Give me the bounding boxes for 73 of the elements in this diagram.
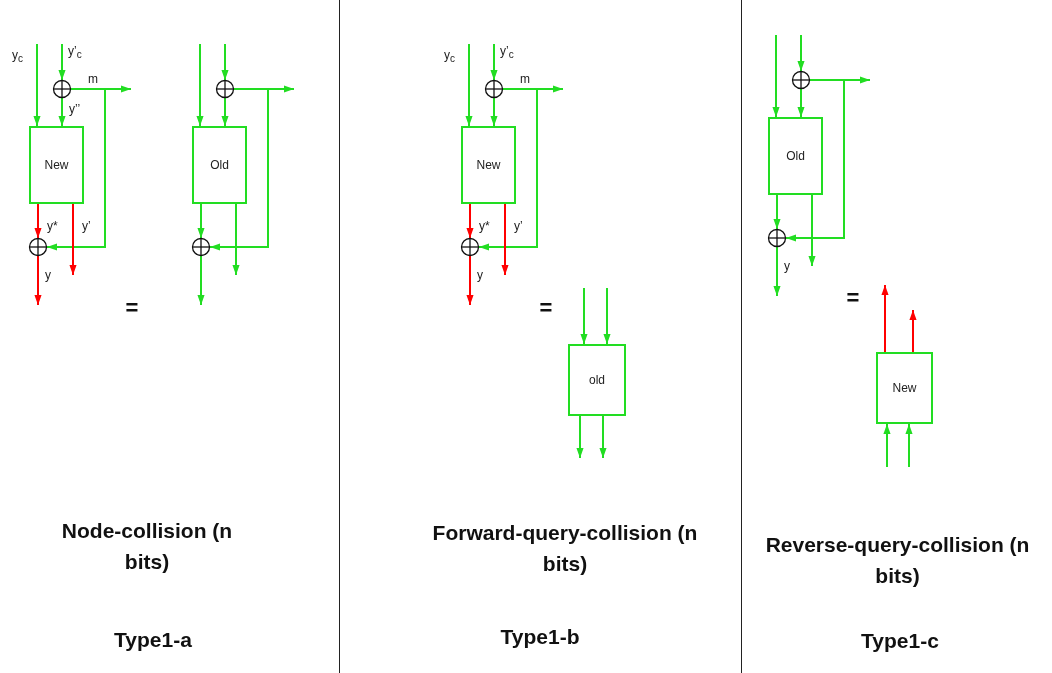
arrow (576, 415, 584, 459)
xor-symbol (191, 237, 211, 257)
edge-label: y’ (82, 219, 91, 233)
block-box: New (461, 126, 516, 204)
arrow (465, 43, 473, 127)
edge-label: y’’ (69, 102, 81, 116)
arrow (197, 255, 205, 306)
edge-label: m (520, 72, 530, 86)
arrow (773, 246, 781, 297)
collision-title: Node-collision (n bits) (60, 518, 234, 575)
block-box: Old (192, 126, 247, 204)
arrow (490, 97, 498, 127)
arrow (221, 43, 229, 81)
arrow (58, 43, 66, 81)
arrow (209, 88, 269, 251)
type-label: Type1-b (499, 624, 581, 650)
arrow (232, 203, 240, 276)
xor-symbol (52, 79, 72, 99)
equals-sign: = (538, 294, 554, 322)
arrow (785, 79, 845, 242)
arrow (46, 88, 106, 251)
arrow (197, 203, 205, 239)
xor-symbol (28, 237, 48, 257)
edge-label: y (477, 268, 483, 282)
arrow (69, 203, 77, 276)
arrow (501, 203, 509, 276)
edge-label: y* (47, 219, 58, 233)
arrow (905, 423, 913, 468)
arrow (773, 194, 781, 230)
arrow (466, 203, 474, 239)
xor-symbol (767, 228, 787, 248)
arrow (772, 34, 780, 118)
arrow (34, 203, 42, 239)
arrow (808, 194, 816, 267)
arrow (580, 287, 588, 345)
arrow (33, 43, 41, 127)
arrow (797, 88, 805, 118)
edge-label: y$_{c}$ (12, 48, 23, 67)
arrow (466, 255, 474, 306)
xor-symbol (215, 79, 235, 99)
edge-label: y’$_{c}$ (500, 44, 514, 63)
type-label: Type1-c (860, 628, 940, 654)
arrow (58, 97, 66, 127)
edge-label: y’$_{c}$ (68, 44, 82, 63)
arrow (196, 43, 204, 127)
arrow (490, 43, 498, 81)
arrow (797, 34, 805, 72)
xor-symbol (791, 70, 811, 90)
equals-sign: = (124, 294, 140, 322)
collision-title: Forward-query-collision (n bits) (431, 520, 699, 577)
block-box: old (568, 344, 626, 416)
arrow (883, 423, 891, 468)
edge-label: y* (479, 219, 490, 233)
arrow (881, 284, 889, 353)
type-label: Type1-a (113, 627, 193, 653)
edge-label: y (784, 259, 790, 273)
arrow (34, 255, 42, 306)
xor-symbol (484, 79, 504, 99)
edge-label: y$_{c}$ (444, 48, 455, 67)
block-box: New (29, 126, 84, 204)
arrow (599, 415, 607, 459)
block-box: Old (768, 117, 823, 195)
arrow (909, 309, 917, 353)
edge-label: m (88, 72, 98, 86)
arrow (603, 287, 611, 345)
edge-label: y’ (514, 219, 523, 233)
collision-title: Reverse-query-collision (n bits) (764, 532, 1031, 589)
xor-symbol (460, 237, 480, 257)
block-box: New (876, 352, 933, 424)
equals-sign: = (845, 284, 861, 312)
arrow (478, 88, 538, 251)
arrow (221, 97, 229, 127)
edge-label: y (45, 268, 51, 282)
